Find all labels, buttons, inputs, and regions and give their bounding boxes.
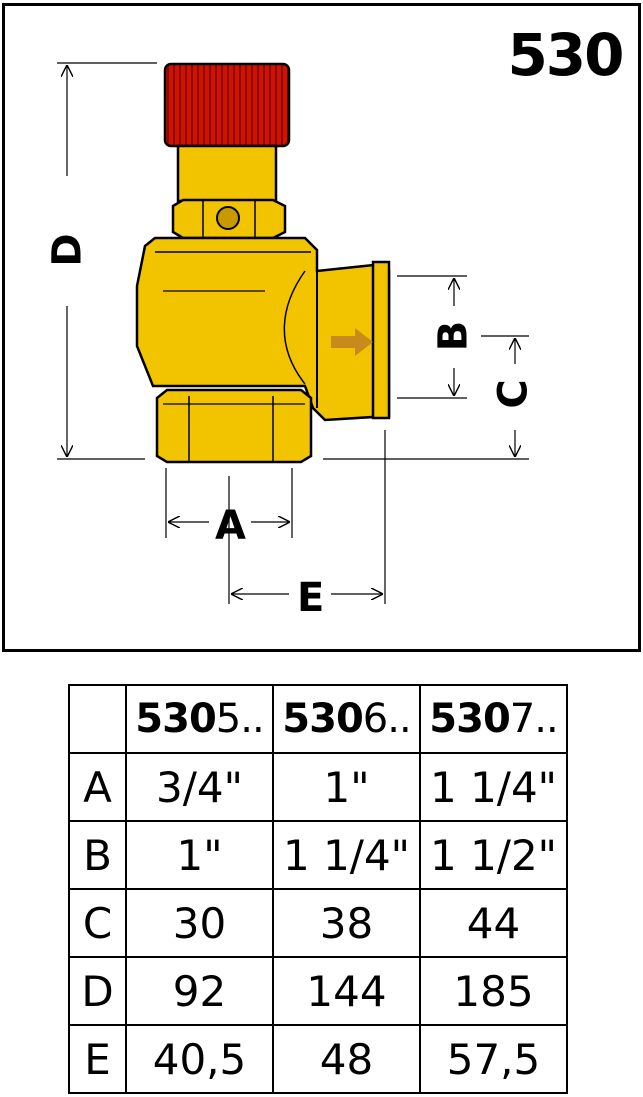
dimensions-table: 5305.. 5306.. 5307.. A 3/4" 1" 1 1/4" B … [68,684,568,1094]
flow-arrow [331,328,373,356]
table-row: A 3/4" 1" 1 1/4" [68,752,568,822]
table-cell: 1" [125,820,274,890]
table-cell: 44 [419,888,568,958]
table-row: E 40,5 48 57,5 [68,1024,568,1094]
dimension-a [165,468,293,538]
hex-nut-top [171,198,287,240]
table-cell: 1 1/2" [419,820,568,890]
row-label: B [68,820,127,890]
dimension-label-b: B [430,320,477,352]
valve-drawing [57,62,529,604]
table-cell: 185 [419,956,568,1026]
model-number: 530 [507,21,624,89]
table-cell: 92 [125,956,274,1026]
table-cell: 38 [272,888,421,958]
table-corner-cell [68,684,127,754]
dimension-b [397,275,467,399]
row-label: E [68,1024,127,1094]
table-row: B 1" 1 1/4" 1 1/2" [68,820,568,890]
dimension-c [323,335,529,460]
table-header-row: 5305.. 5306.. 5307.. [68,684,568,754]
table-cell: 57,5 [419,1024,568,1094]
column-header: 5305.. [125,684,274,754]
dimension-label-c: C [490,379,537,409]
row-label: D [68,956,127,1026]
table-cell: 1" [272,752,421,822]
table-cell: 40,5 [125,1024,274,1094]
table-cell: 30 [125,888,274,958]
table-cell: 144 [272,956,421,1026]
valve-body [135,236,391,422]
dimension-d [57,62,157,460]
column-header: 5307.. [419,684,568,754]
dimension-label-d: D [44,233,91,267]
hex-nut-bottom [155,388,313,464]
technical-drawing: 530 D B C A E [2,3,641,652]
red-cap [163,62,291,148]
dimension-label-a: A [215,503,246,549]
row-label: C [68,888,127,958]
table-row: C 30 38 44 [68,888,568,958]
table-cell: 48 [272,1024,421,1094]
dimension-e [228,430,386,604]
table-row: D 92 144 185 [68,956,568,1026]
dimension-label-e: E [297,575,325,621]
table-cell: 3/4" [125,752,274,822]
column-header: 5306.. [272,684,421,754]
table-cell: 1 1/4" [272,820,421,890]
row-label: A [68,752,127,822]
table-cell: 1 1/4" [419,752,568,822]
upper-stem [176,144,278,203]
